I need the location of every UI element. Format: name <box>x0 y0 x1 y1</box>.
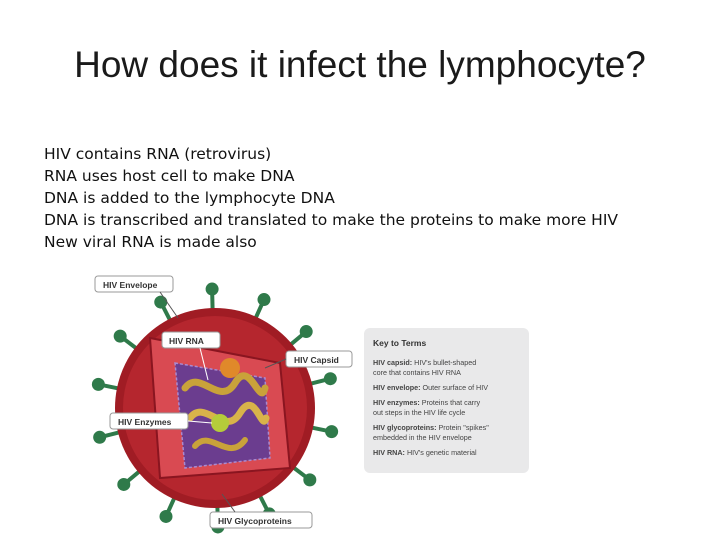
rna-strand <box>192 437 248 452</box>
glycoprotein-spike-head <box>323 372 337 386</box>
glycoprotein-spike-head <box>257 293 271 307</box>
key-definition: HIV's bullet-shaped <box>412 358 476 367</box>
label-rna: HIV RNA <box>169 336 204 346</box>
leader-line <box>221 493 236 513</box>
key-definition-continued: core that contains HIV RNA <box>373 368 461 377</box>
label-enzymes: HIV Enzymes <box>118 417 172 427</box>
key-item: HIV RNA: HIV's genetic material <box>373 448 477 457</box>
glycoprotein-spike-head <box>93 430 107 444</box>
label-box-rna <box>161 331 221 349</box>
rna-strand <box>181 372 269 397</box>
glycoprotein-spike-head <box>117 477 131 491</box>
cutaway-edge <box>148 336 292 480</box>
key-item: HIV capsid: HIV's bullet-shaped <box>373 358 476 367</box>
glycoprotein-spike-head <box>159 509 173 523</box>
bullet-item: HIV contains RNA (retrovirus) <box>44 145 272 163</box>
slide-title: How does it infect the lymphocyte? <box>74 44 646 85</box>
key-term: HIV RNA: <box>373 448 405 457</box>
leader-line <box>159 291 179 319</box>
glycoprotein-spike-head <box>154 295 168 309</box>
key-definition-continued: embedded in the HIV envelope <box>373 433 472 442</box>
enzyme-orange <box>220 358 240 378</box>
key-panel <box>364 328 529 473</box>
leader-line <box>199 347 209 381</box>
key-term: HIV envelope: <box>373 383 421 392</box>
bullet-list: HIV contains RNA (retrovirus) RNA uses h… <box>44 143 618 253</box>
label-box-envelope <box>94 275 174 293</box>
leader-line <box>187 420 213 424</box>
enzyme-green <box>211 414 229 432</box>
key-item: HIV glycoproteins: Protein "spikes" <box>373 423 489 432</box>
key-term: HIV glycoproteins: <box>373 423 437 432</box>
bullet-item: RNA uses host cell to make DNA <box>44 167 295 185</box>
key-item: HIV envelope: Outer surface of HIV <box>373 383 488 392</box>
glycoprotein-spike-head <box>325 425 339 439</box>
label-glycoproteins: HIV Glycoproteins <box>218 516 292 526</box>
glycoprotein-spike-head <box>205 282 219 296</box>
label-box-glycoproteins <box>209 511 313 529</box>
leader-line <box>264 358 287 369</box>
glycoprotein-spike-head <box>113 329 127 343</box>
bullet-item: DNA is transcribed and translated to mak… <box>44 211 618 229</box>
rna-strand <box>186 401 270 425</box>
key-definition: Outer surface of HIV <box>421 383 489 392</box>
glycoprotein-spike-head <box>299 325 313 339</box>
key-term: HIV capsid: <box>373 358 412 367</box>
glycoprotein-spike-head <box>91 377 105 391</box>
label-envelope: HIV Envelope <box>103 280 158 290</box>
label-capsid: HIV Capsid <box>294 355 339 365</box>
bullet-item: DNA is added to the lymphocyte DNA <box>44 189 335 207</box>
key-title: Key to Terms <box>373 338 426 348</box>
hiv-diagram: HIV Envelope HIV RNA HIV Capsid HIV Enzy… <box>91 275 529 534</box>
glycoprotein-spike-head <box>303 473 317 487</box>
key-definition: Proteins that carry <box>420 398 481 407</box>
key-definition: HIV's genetic material <box>405 448 477 457</box>
key-item: HIV enzymes: Proteins that carry <box>373 398 480 407</box>
bullet-item: New viral RNA is made also <box>44 233 257 251</box>
key-definition-continued: out steps in the HIV life cycle <box>373 408 465 417</box>
key-definition: Protein "spikes" <box>437 423 490 432</box>
key-term: HIV enzymes: <box>373 398 420 407</box>
